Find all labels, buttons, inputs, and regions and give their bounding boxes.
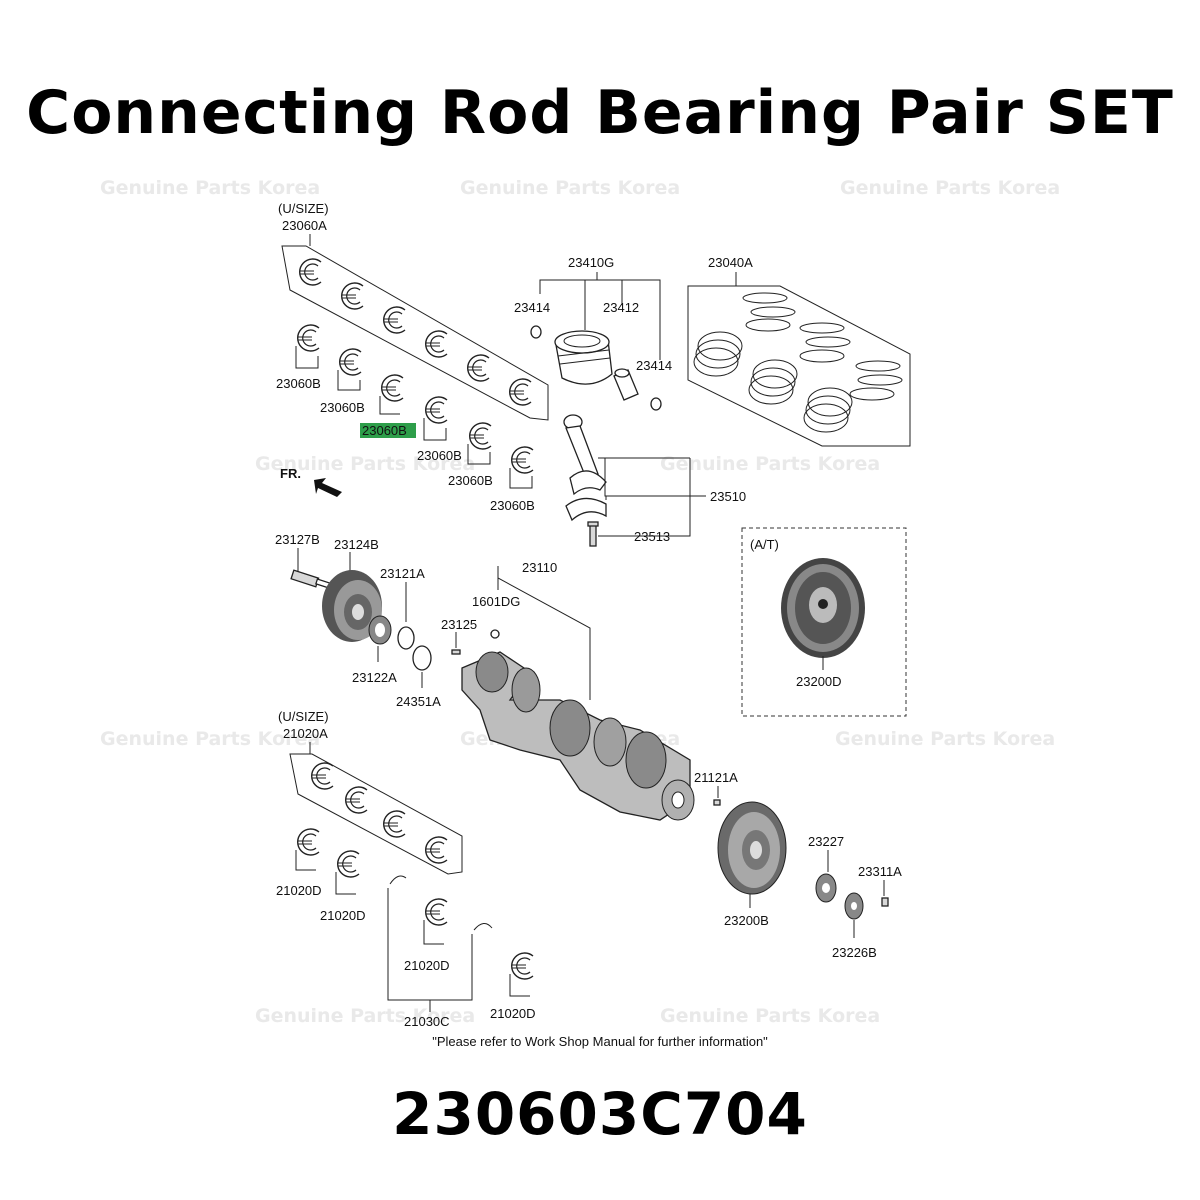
front-arrow-icon xyxy=(314,478,342,497)
part-label-23311A: 23311A xyxy=(858,864,902,879)
part-label-23040A: 23040A xyxy=(708,255,753,270)
workshop-manual-note: "Please refer to Work Shop Manual for fu… xyxy=(432,1034,768,1049)
part-label-23414: 23414 xyxy=(514,300,550,315)
watermark-text: Genuine Parts Korea xyxy=(660,453,880,475)
part-label-23200B: 23200B xyxy=(724,913,769,928)
watermark-text: Genuine Parts Korea xyxy=(255,1005,475,1027)
part-label-24351A: 24351A xyxy=(396,694,441,709)
part-label-21020D: 21020D xyxy=(320,908,366,923)
highlighted-part-23060B xyxy=(360,423,416,438)
connecting-rod: 23510 23513 xyxy=(563,414,746,547)
part-label-23060B: 23060B xyxy=(320,400,365,415)
part-label-23127B: 23127B xyxy=(275,532,320,547)
main-bearing-usize-group: (U/SIZE) 21020A xyxy=(278,709,463,875)
front-label: FR. xyxy=(280,466,301,481)
part-label-21030C: 21030C xyxy=(404,1014,450,1029)
watermark-text: Genuine Parts Korea xyxy=(660,1005,880,1027)
piston-group: 23410G 23414 23412 23414 xyxy=(514,255,672,411)
watermarks: Genuine Parts Korea Genuine Parts Korea … xyxy=(100,177,1060,1027)
part-label-23121A: 23121A xyxy=(380,566,425,581)
conrod-bearing-pairs: 23060B 23060B 23060B 23060B 23060B 23060… xyxy=(276,324,535,513)
crankshaft: 23110 1601DG 21121A xyxy=(461,560,738,821)
part-label-23513: 23513 xyxy=(634,529,670,544)
usize-label: (U/SIZE) xyxy=(278,201,329,216)
part-label-23060B: 23060B xyxy=(276,376,321,391)
watermark-text: Genuine Parts Korea xyxy=(255,453,475,475)
crank-pulley-group: 23127B 23124B 23122A 23121A 23125 24351A xyxy=(275,532,477,709)
part-number: 230603C704 xyxy=(392,1080,808,1148)
part-label-23125: 23125 xyxy=(441,617,477,632)
part-label-23227: 23227 xyxy=(808,834,844,849)
piston-ring-set: 23040A xyxy=(687,255,911,447)
part-label-23414: 23414 xyxy=(636,358,672,373)
part-label-23124B: 23124B xyxy=(334,537,379,552)
at-drive-plate: (A/T) 23200D xyxy=(741,527,907,717)
conrod-bearing-usize-group: (U/SIZE) 23060A xyxy=(278,201,549,421)
part-label-23510: 23510 xyxy=(710,489,746,504)
highlighted-part-label: 23060B xyxy=(362,423,407,438)
watermark-text: Genuine Parts Korea xyxy=(835,728,1055,750)
part-label-23060A: 23060A xyxy=(282,218,327,233)
part-label-23412: 23412 xyxy=(603,300,639,315)
usize-label: (U/SIZE) xyxy=(278,709,329,724)
watermark-text: Genuine Parts Korea xyxy=(840,177,1060,199)
part-label-23410G: 23410G xyxy=(568,255,614,270)
part-label-23060B: 23060B xyxy=(417,448,462,463)
part-label-21020D: 21020D xyxy=(276,883,322,898)
watermark-text: Genuine Parts Korea xyxy=(100,728,320,750)
part-label-23060B: 23060B xyxy=(490,498,535,513)
part-label-21020D: 21020D xyxy=(404,958,450,973)
part-label-23226B: 23226B xyxy=(832,945,877,960)
watermark-text: Genuine Parts Korea xyxy=(460,177,680,199)
part-label-21020D: 21020D xyxy=(490,1006,536,1021)
watermark-text: Genuine Parts Korea xyxy=(100,177,320,199)
part-label-23122A: 23122A xyxy=(352,670,397,685)
part-label-23110: 23110 xyxy=(522,560,557,575)
part-label-23200D: 23200D xyxy=(796,674,842,689)
part-label-1601DG: 1601DG xyxy=(472,594,520,609)
main-bearing-pairs: 21020D 21020D 21020D 21020D 21030C xyxy=(276,828,536,1029)
at-label: (A/T) xyxy=(750,537,779,552)
page-title: Connecting Rod Bearing Pair SET xyxy=(26,78,1174,148)
flywheel-group: 23200B 23227 23226B 23311A xyxy=(717,801,902,960)
part-label-21121A: 21121A xyxy=(694,770,738,785)
part-label-23060B: 23060B xyxy=(448,473,493,488)
part-label-21020A: 21020A xyxy=(283,726,328,741)
front-direction-indicator: FR. xyxy=(280,466,342,497)
